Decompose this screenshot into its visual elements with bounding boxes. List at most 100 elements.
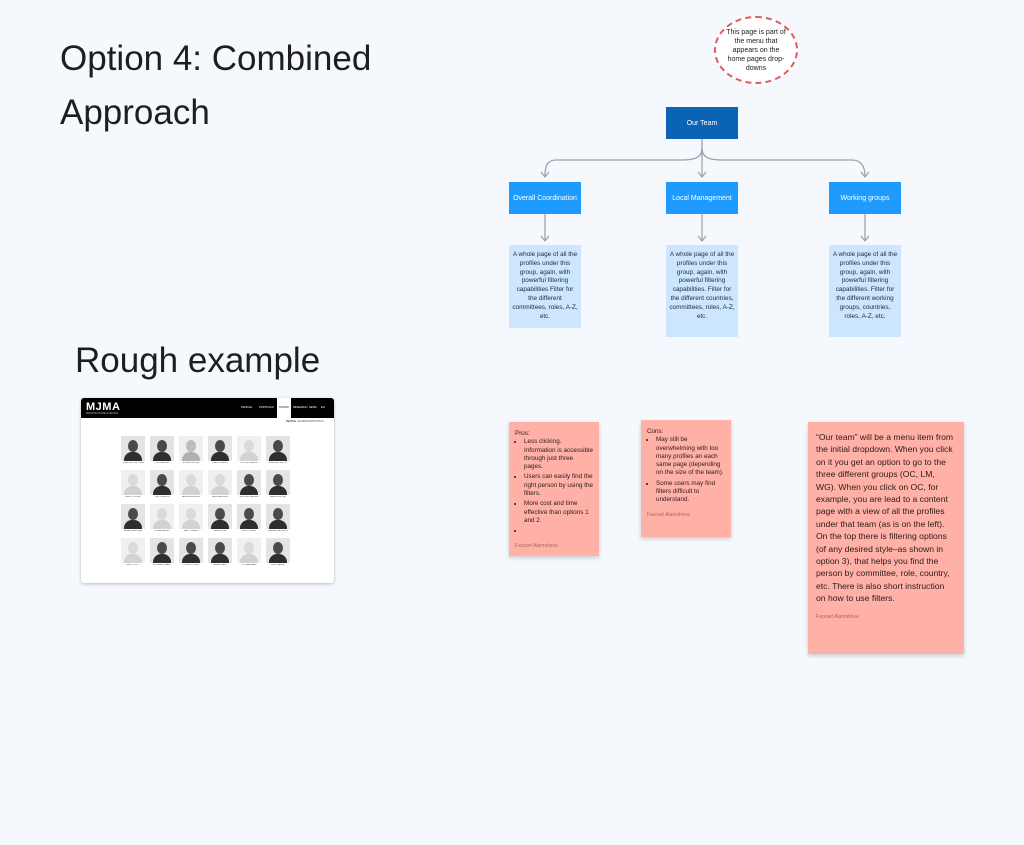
local-management-node: Local Management — [666, 182, 738, 214]
person-name: DAVID HUANG — [212, 462, 228, 464]
person-name: ANDREW SMITH — [269, 462, 287, 464]
person-card: PAUL SCOTT — [121, 538, 145, 566]
pros-list: Less clicking. Information is accessible… — [515, 438, 593, 535]
nav-item: RESEARCH — [293, 406, 308, 409]
person-name: ROBERT ALLEN — [182, 462, 200, 464]
person-photo — [208, 436, 232, 461]
note-author: Farzaet Alamshova — [816, 613, 859, 620]
person-card: EMILY CLARK — [237, 504, 261, 532]
nav-active-indicator — [277, 398, 291, 418]
person-photo — [150, 470, 174, 495]
summary-sticky-note[interactable]: “Our team” will be a menu item from the … — [808, 422, 964, 654]
person-name: SANDRA LEWIS — [211, 496, 229, 498]
person-name: GEORGE PARKER — [239, 496, 259, 498]
person-card: MAY TURNER — [179, 504, 203, 532]
list-item: Some users may find filters difficult to… — [656, 480, 725, 505]
nav-item: EN — [321, 406, 325, 409]
person-name: LUCAS YOUNG — [183, 564, 199, 566]
people-grid: JOHN MCDONOUGH TED WALKER ROBERT ALLEN DAVI… — [121, 436, 291, 566]
person-name: PAUL SCOTT — [126, 564, 140, 566]
person-name: MICHAEL SHAW — [153, 564, 171, 566]
person-photo — [179, 470, 203, 495]
rough-example-screenshot[interactable]: MJMA ARCHITECTURE & DESIGN PROFILE PORTF… — [81, 398, 334, 583]
cons-sticky-note[interactable]: Cons: May still be overwhelming with too… — [641, 420, 731, 537]
person-name: SAMANTHA WHITE — [268, 530, 288, 532]
person-name: TED WALKER — [154, 462, 170, 464]
person-card: SAMANTHA WHITE — [266, 504, 290, 532]
person-card: JAMES HALL — [208, 538, 232, 566]
person-photo — [208, 538, 232, 563]
list-item — [524, 527, 593, 535]
person-photo — [121, 504, 145, 529]
site-header-bar — [81, 398, 334, 418]
person-name: EMILY CLARK — [241, 530, 257, 532]
person-photo — [179, 538, 203, 563]
nav-item: PROFILE — [241, 406, 253, 409]
person-card: GRACE KIM — [208, 504, 232, 532]
person-name: JAMES HALL — [213, 564, 227, 566]
person-name: KAREN MILLER — [269, 496, 287, 498]
person-card: TIM JOHNSON — [150, 470, 174, 498]
subnav-item: CONTACT — [312, 420, 324, 423]
person-card: ANDREW SMITH — [266, 436, 290, 464]
subnav-item: PEOPLE — [286, 420, 297, 423]
person-photo — [237, 538, 261, 563]
list-item: More cost and time effective than option… — [524, 500, 593, 525]
person-photo — [266, 504, 290, 529]
page-title: Option 4: Combined Approach — [60, 39, 372, 132]
overall-coordination-node: Overall Coordination — [509, 182, 581, 214]
person-name: OLIVIA ADAMS — [241, 564, 257, 566]
working-groups-description: A whole page of all the profiles under t… — [829, 245, 901, 337]
person-photo — [121, 538, 145, 563]
person-name: ERIC BAKER — [271, 564, 285, 566]
subnav-item: LEADERSHIP — [297, 420, 313, 423]
person-card: OLIVIA ADAMS — [237, 538, 261, 566]
person-name: MAY TURNER — [183, 530, 199, 532]
person-name: ANGELA BROWN — [182, 496, 200, 498]
person-photo — [150, 436, 174, 461]
overall-coordination-description: A whole page of all the profiles under t… — [509, 245, 581, 328]
person-card: LUCAS YOUNG — [179, 538, 203, 566]
working-groups-node: Working groups — [829, 182, 901, 214]
person-card: TED WALKER — [150, 436, 174, 464]
person-card: FIONA HARRIS — [150, 504, 174, 532]
person-photo — [237, 436, 261, 461]
summary-text: “Our team” will be a menu item from the … — [816, 432, 954, 604]
nav-item: STUDIO — [279, 406, 289, 409]
cons-heading: Cons: — [647, 428, 664, 435]
person-name: FIONA HARRIS — [154, 530, 170, 532]
person-card: KAREN MILLER — [266, 470, 290, 498]
local-management-description: A whole page of all the profiles under t… — [666, 245, 738, 337]
list-item: Less clicking. Information is accessible… — [524, 438, 593, 471]
person-photo — [121, 470, 145, 495]
site-logo: MJMA — [86, 401, 121, 413]
person-name: GRACE KIM — [213, 530, 227, 532]
person-photo — [266, 470, 290, 495]
rough-example-heading: Rough example — [75, 341, 321, 380]
note-author: Farzaet Alamshova — [647, 511, 690, 518]
person-name: MIKE COLLINS — [125, 496, 141, 498]
person-photo — [208, 504, 232, 529]
person-card: SEBASTIAN RYAN — [121, 504, 145, 532]
list-item: Users can easily find the right person b… — [524, 473, 593, 498]
person-name: SEBASTIAN RYAN — [123, 530, 143, 532]
person-photo — [179, 436, 203, 461]
person-card: NICOLE GIBSON — [237, 436, 261, 464]
person-photo — [179, 504, 203, 529]
person-name: NICOLE GIBSON — [240, 462, 258, 464]
person-card: JOHN MCDONOUGH — [121, 436, 145, 464]
person-card: MIKE COLLINS — [121, 470, 145, 498]
person-photo — [266, 538, 290, 563]
person-photo — [208, 470, 232, 495]
person-name: JOHN MCDONOUGH — [122, 462, 144, 464]
person-photo — [266, 436, 290, 461]
our-team-node: Our Team — [666, 107, 738, 139]
pros-sticky-note[interactable]: Pros: Less clicking. Information is acce… — [509, 422, 599, 556]
person-photo — [121, 436, 145, 461]
person-photo — [237, 470, 261, 495]
list-item: May still be overwhelming with too many … — [656, 436, 725, 477]
person-card: MICHAEL SHAW — [150, 538, 174, 566]
person-card: ROBERT ALLEN — [179, 436, 203, 464]
note-author: Farzaet Alamshova — [515, 542, 558, 549]
site-logo-subtitle: ARCHITECTURE & DESIGN — [86, 412, 119, 415]
